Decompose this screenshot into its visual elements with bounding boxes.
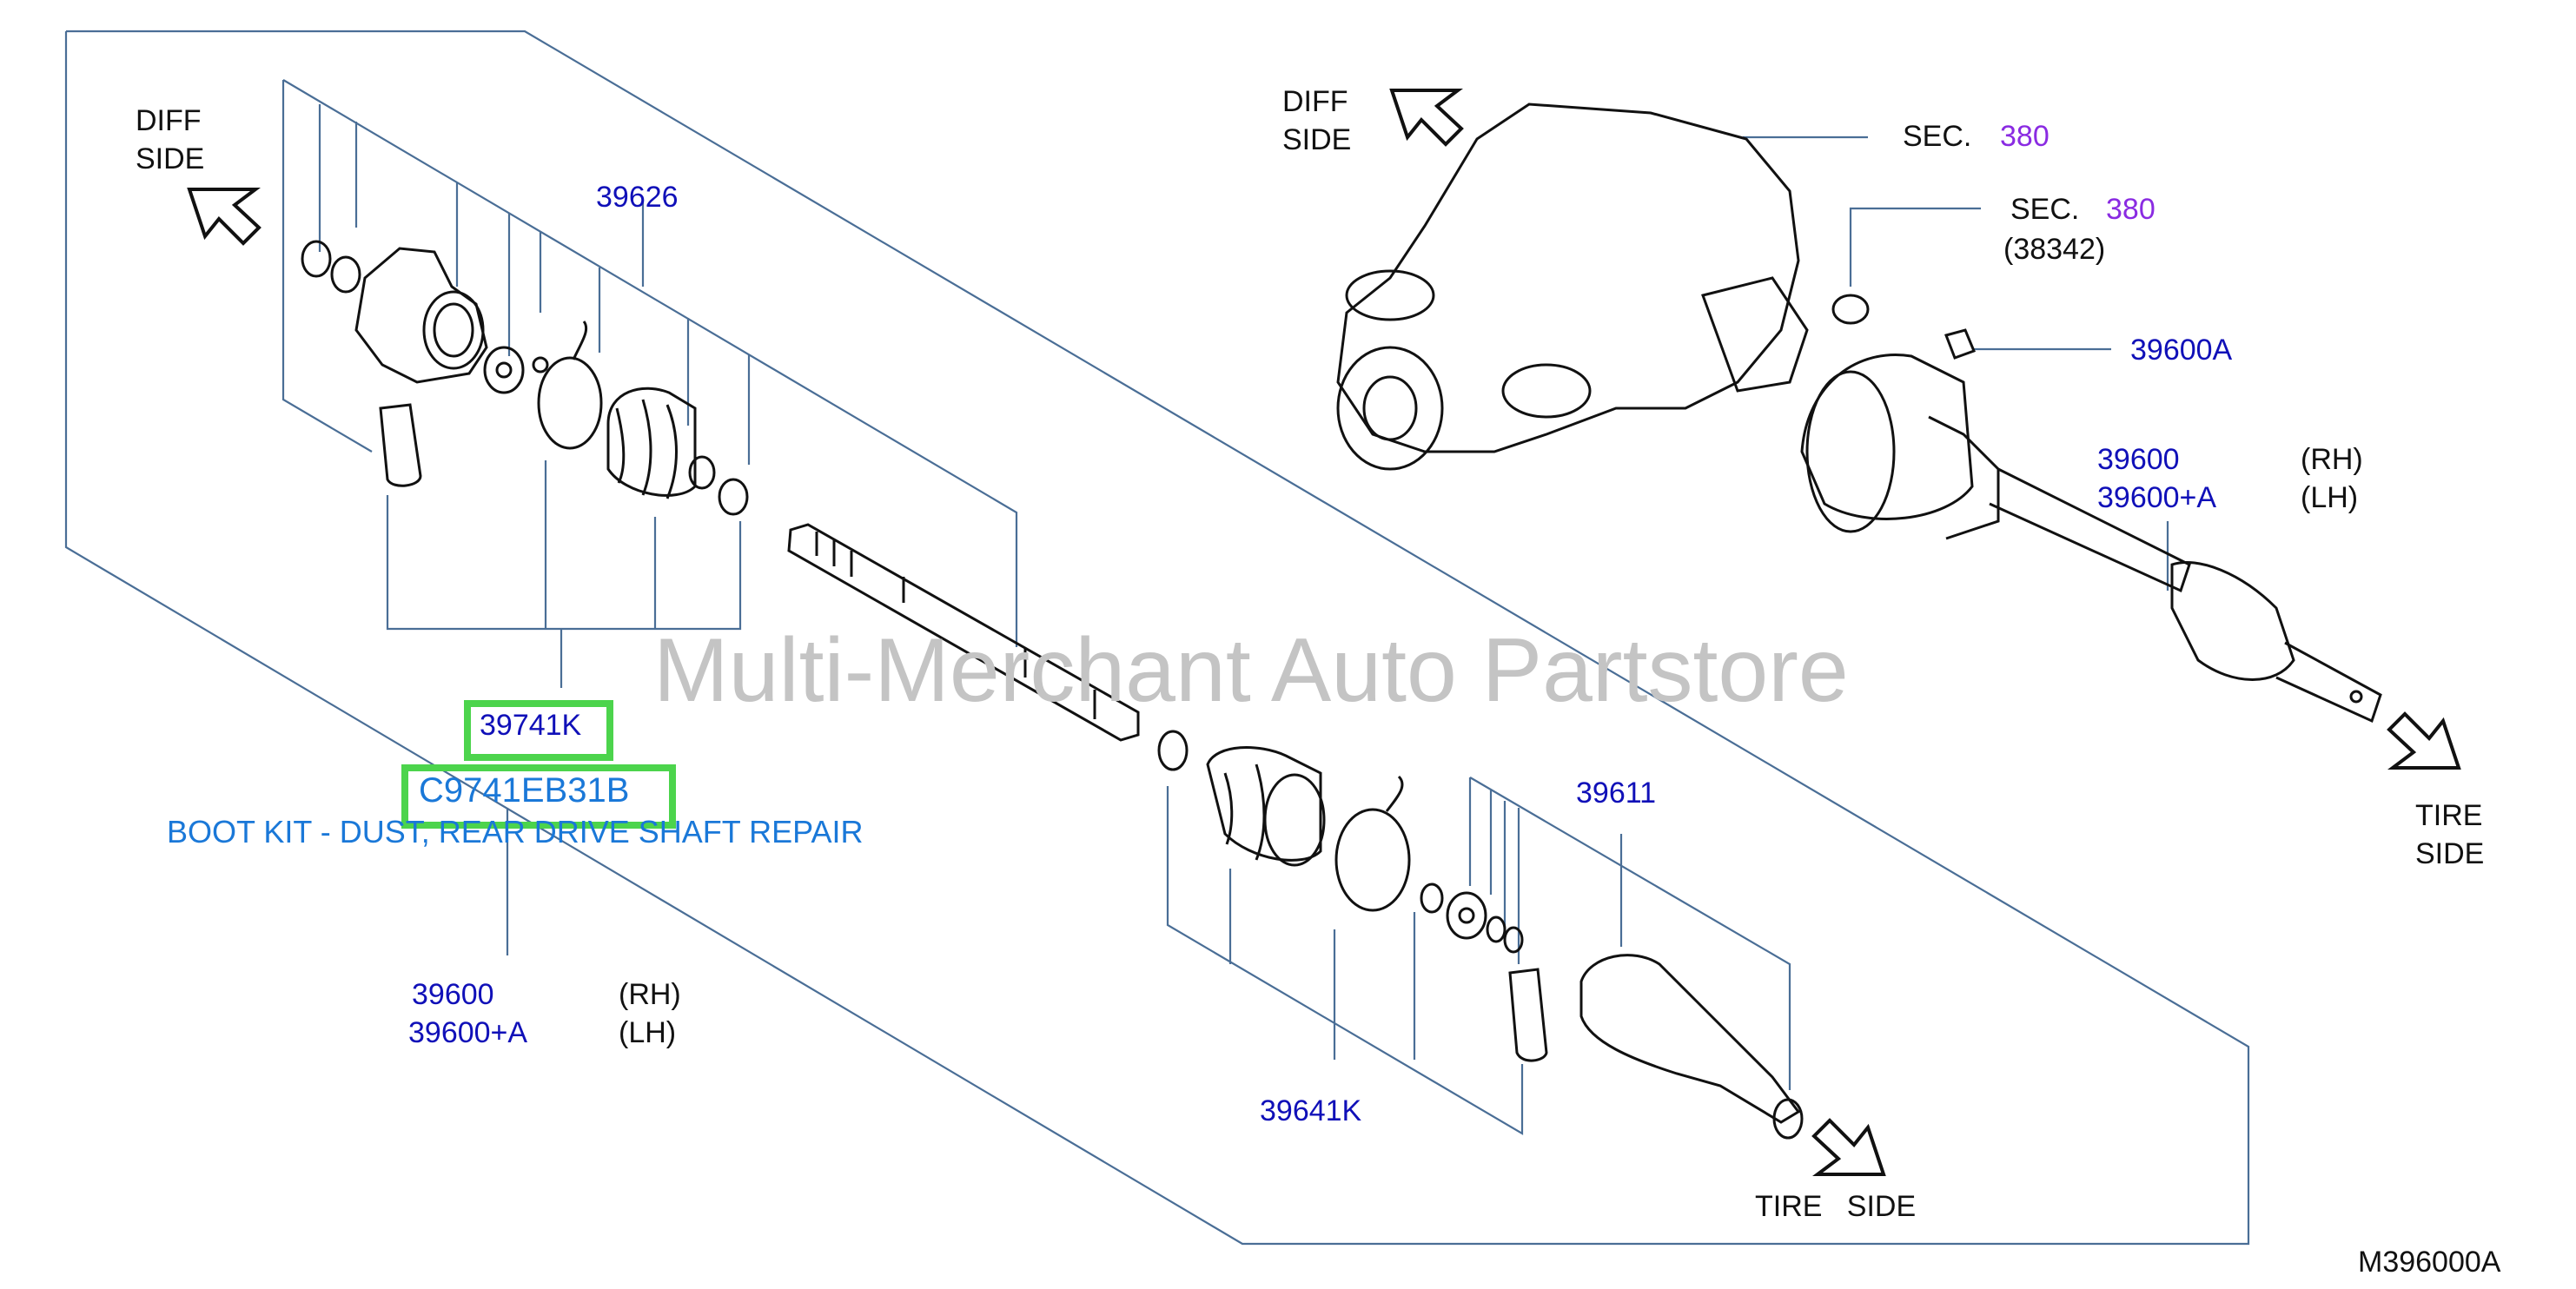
boot-clamp-icon <box>718 478 749 516</box>
sec1-number-link[interactable]: 380 <box>2000 120 2050 153</box>
sec2-label: SEC. <box>2010 193 2080 226</box>
part-39600-right-link[interactable]: 39600 <box>2097 443 2180 476</box>
diagram-code: M396000A <box>2358 1246 2501 1279</box>
label-rh-bottom: (RH) <box>619 978 681 1011</box>
frame-lines <box>64 30 2250 1246</box>
label-diff-side-right-2: SIDE <box>1282 123 1352 156</box>
oem-number-link[interactable]: C9741EB31B <box>419 771 630 810</box>
label-diff-side-left-2: SIDE <box>136 142 205 175</box>
outer-bearing-icon <box>1446 891 1487 940</box>
outer-clamp-icon <box>1157 730 1189 771</box>
bearing-icon <box>483 346 525 394</box>
outer-boot-icon <box>1206 746 1322 862</box>
arrow-diff-right-icon <box>1389 89 1464 147</box>
diff-housing-icon <box>1336 102 1800 453</box>
outer-joint-parts <box>1157 730 1804 1140</box>
part-39600-bottom-link[interactable]: 39600 <box>412 978 494 1011</box>
label-tire-side-right-1: TIRE <box>2415 799 2483 832</box>
highlight-box-oem <box>401 764 676 829</box>
sec2-number-link[interactable]: 380 <box>2106 193 2155 226</box>
boot-band-icon <box>537 356 603 450</box>
label-diff-side-left-1: DIFF <box>136 104 202 137</box>
outer-boot-right-icon <box>2170 560 2295 681</box>
left-inner-joint-parts <box>301 240 749 516</box>
watermark-text: Multi-Merchant Auto Partstore <box>653 620 1849 721</box>
joint-housing-icon <box>354 247 488 384</box>
arrow-tire-bottom-icon <box>1811 1118 1886 1176</box>
grease-tube-icon <box>379 403 422 487</box>
label-lh-bottom: (LH) <box>619 1016 677 1049</box>
direction-arrows <box>187 89 2461 1176</box>
part-39600A-link[interactable]: 39600A <box>2130 334 2233 367</box>
sec1-label: SEC. <box>1903 120 1972 153</box>
part-39741K-link[interactable]: 39741K <box>480 709 582 742</box>
label-lh-right: (LH) <box>2301 481 2359 514</box>
part-39626-link[interactable]: 39626 <box>596 181 679 214</box>
diff-oil-seal-icon <box>1831 294 1870 325</box>
label-rh-right: (RH) <box>2301 443 2363 476</box>
flange-bolt-icon <box>1944 328 1976 360</box>
outer-band-icon <box>1334 808 1411 912</box>
arrow-diff-left-icon <box>187 188 262 246</box>
arrow-tire-right-icon <box>2387 711 2461 770</box>
outer-cv-joint-icon <box>1579 954 1801 1124</box>
label-tire-side-bottom: TIRE SIDE <box>1755 1190 1917 1223</box>
part-39641K-link[interactable]: 39641K <box>1260 1094 1362 1127</box>
highlight-box-kit <box>464 700 613 761</box>
snap-ring-icon <box>301 240 332 278</box>
part-39600A-plus-right-link[interactable]: 39600+A <box>2097 481 2217 514</box>
outer-snap-ring-icon <box>1772 1098 1804 1140</box>
part-description: BOOT KIT - DUST, REAR DRIVE SHAFT REPAIR <box>167 814 864 849</box>
part-39611-link[interactable]: 39611 <box>1576 777 1657 810</box>
sec2-sub-part: (38342) <box>2003 233 2106 266</box>
drive-shaft <box>787 523 1140 742</box>
part-39600A-plus-bottom-link[interactable]: 39600+A <box>408 1016 528 1049</box>
outer-grease-tube-icon <box>1508 968 1548 1062</box>
label-tire-side-right-2: SIDE <box>2415 837 2485 870</box>
differential-assembly <box>1336 102 2382 724</box>
label-diff-side-right-1: DIFF <box>1282 85 1348 118</box>
